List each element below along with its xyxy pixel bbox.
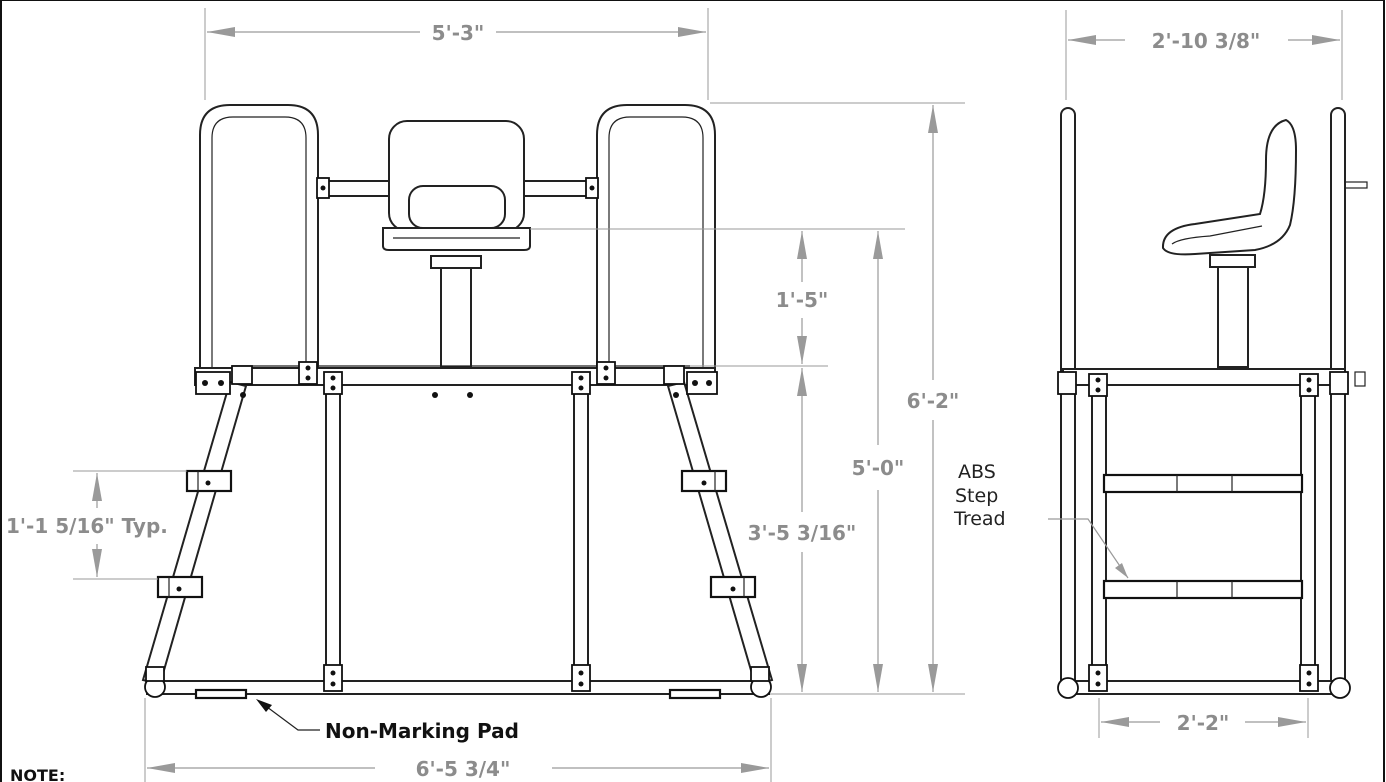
left-handrail — [199, 104, 319, 385]
front-view — [141, 104, 774, 700]
platform-rail — [194, 367, 716, 386]
dim-step-spacing: 1'-1 5/16" Typ. — [6, 514, 168, 538]
pad-leader — [258, 700, 320, 731]
clamps — [144, 177, 772, 698]
dimension-lines — [73, 8, 1343, 782]
dim-seat-height: 5'-0" — [852, 456, 905, 480]
right-handrail — [596, 104, 716, 385]
note-heading: NOTE: — [10, 766, 65, 782]
seat-post — [440, 267, 472, 368]
dim-overall-height: 6'-2" — [907, 389, 960, 413]
label-step: Step — [955, 485, 998, 507]
abs-step-tread — [1102, 473, 1304, 494]
dim-front-width: 5'-3" — [432, 21, 485, 45]
dim-seat-rise: 1'-5" — [776, 288, 829, 312]
label-tread: Tread — [953, 508, 1006, 530]
dim-side-width: 2'-10 3/8" — [1152, 29, 1261, 53]
side-view — [1057, 107, 1368, 699]
dim-side-base-width: 2'-2" — [1177, 711, 1230, 735]
dim-base-width: 6'-5 3/4" — [416, 757, 511, 781]
non-marking-pad — [194, 688, 248, 700]
seat-side-profile — [1161, 118, 1298, 256]
label-non-marking-pad: Non-Marking Pad — [325, 719, 519, 743]
label-abs: ABS — [958, 461, 996, 483]
dim-platform-height: 3'-5 3/16" — [748, 521, 857, 545]
